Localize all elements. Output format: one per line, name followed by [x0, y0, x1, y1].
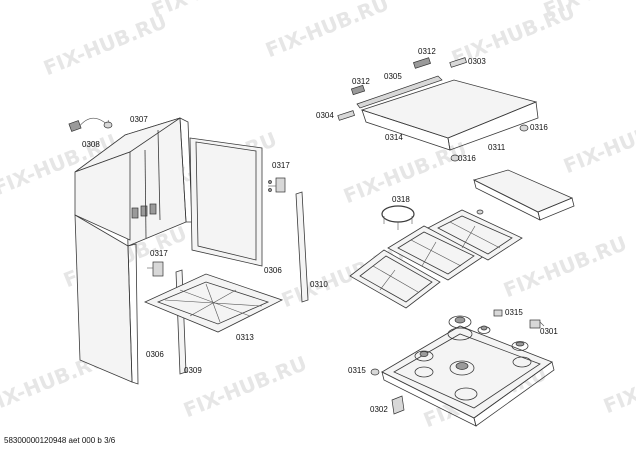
- ignition-electrode: [493, 309, 503, 317]
- burner-large-front: [449, 360, 475, 376]
- callout-0306-rear-panel: 0306: [264, 266, 282, 275]
- callout-0303: 0303: [468, 57, 486, 66]
- callout-0317-upper: 0317: [272, 161, 290, 170]
- callout-0306-side-panel: 0306: [146, 350, 164, 359]
- hob-fixing-bracket: [391, 395, 405, 415]
- callout-0317-lower: 0317: [150, 249, 168, 258]
- lid-bumper-2: [450, 154, 460, 162]
- side-trim-strip-right: [295, 191, 309, 303]
- burner-cutouts: [414, 356, 532, 401]
- callout-0313: 0313: [236, 333, 254, 342]
- drawing-reference-footer: 58300000120948 aet 000 b 3/6: [4, 436, 116, 445]
- callout-0305: 0305: [384, 72, 402, 81]
- power-cable-and-plug: [68, 117, 113, 132]
- callout-0308: 0308: [82, 140, 100, 149]
- callout-0316-lower: 0316: [458, 154, 476, 163]
- burner-left: [414, 350, 434, 362]
- rear-panel: [189, 137, 263, 267]
- pan-support-left: [349, 249, 441, 309]
- hinge-pin-right: [449, 57, 467, 68]
- cooker-body-frame: [74, 117, 193, 385]
- callout-0315-lower: 0315: [348, 366, 366, 375]
- callout-0309: 0309: [184, 366, 202, 375]
- callout-0307: 0307: [130, 115, 148, 124]
- callout-0315-upper: 0315: [505, 308, 523, 317]
- callout-0318: 0318: [392, 195, 410, 204]
- callout-0302: 0302: [370, 405, 388, 414]
- callout-0301: 0301: [540, 327, 558, 336]
- mounting-bracket-upper: [268, 177, 286, 193]
- thermocouple-clip: [370, 368, 380, 376]
- callout-0310: 0310: [310, 280, 328, 289]
- callout-0314: 0314: [385, 133, 403, 142]
- callout-0316-right: 0316: [530, 123, 548, 132]
- callout-0311: 0311: [488, 143, 506, 152]
- griddle-plate: [472, 169, 575, 221]
- hinge-pin-left: [337, 110, 355, 121]
- callout-0304: 0304: [316, 111, 334, 120]
- burner-small: [477, 325, 491, 334]
- lid-hinge-rod: [350, 57, 443, 109]
- callout-0312-lower: 0312: [352, 77, 370, 86]
- pan-support-right: [427, 209, 523, 261]
- gas-valve-clip: [529, 319, 545, 329]
- callout-0312-upper: 0312: [418, 47, 436, 56]
- hob-cooktop: [381, 325, 555, 427]
- mounting-bracket-lower: [147, 261, 164, 277]
- wok-ring: [381, 205, 415, 230]
- lid-bumper-1: [519, 124, 529, 132]
- base-frame: [143, 273, 284, 333]
- burner-rear: [447, 315, 473, 341]
- glass-lid: [360, 79, 539, 151]
- burner-right: [511, 341, 529, 351]
